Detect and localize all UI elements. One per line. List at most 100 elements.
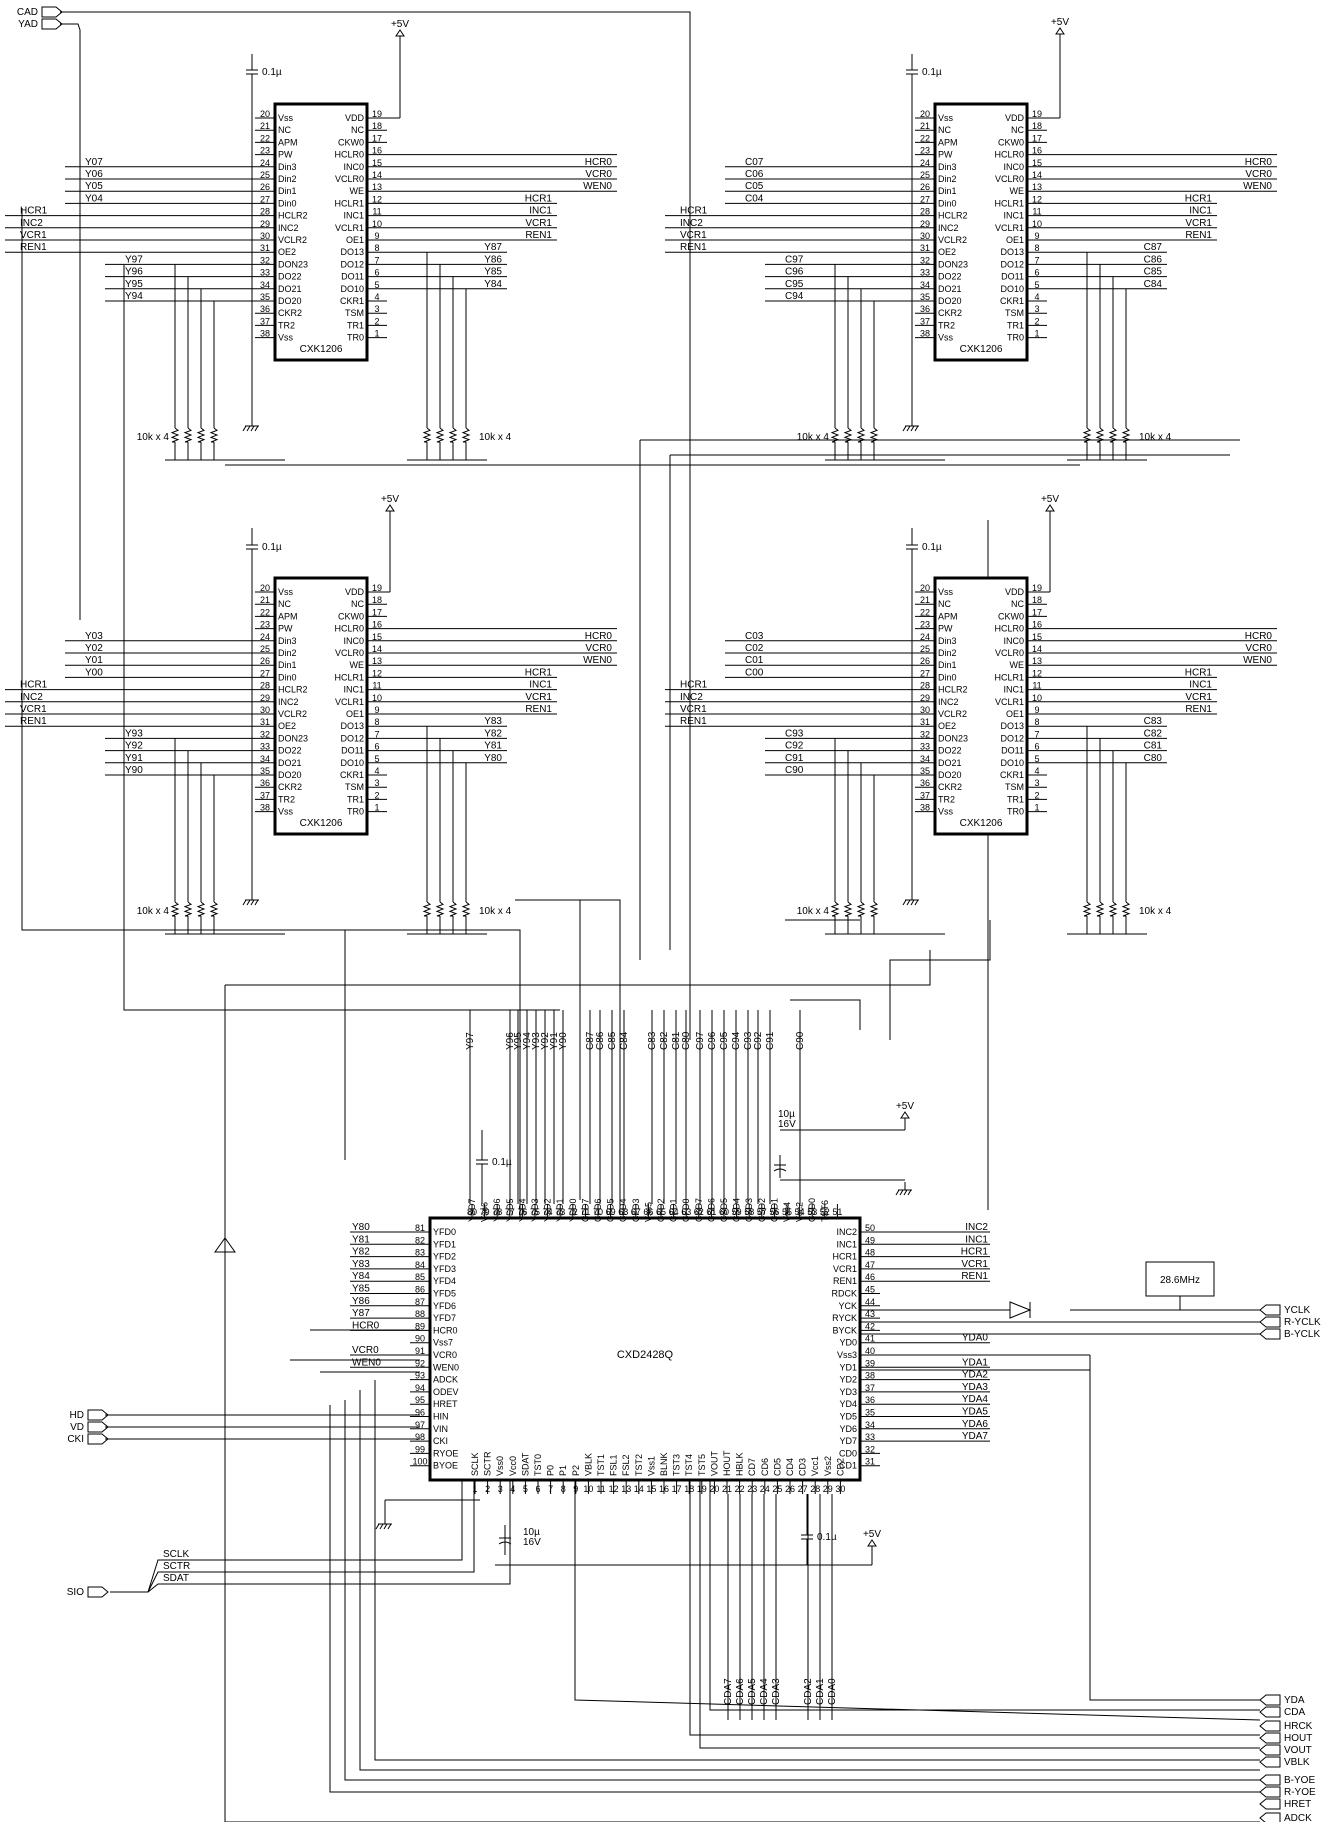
pin-name: YSD4 [517,1198,527,1222]
pin-number: 20 [709,1484,719,1494]
do1-net-label: C81 [1144,741,1163,752]
decoupling-capacitor: 0.1µ [801,1532,837,1543]
pin-number: 66 [643,1207,653,1217]
pin-number: 47 [865,1260,875,1270]
pin-number: 25 [260,644,270,654]
pin-name: TST5 [697,1454,707,1476]
cap-label: 10µ [523,1527,540,1538]
pin-name: HCLR2 [938,685,968,695]
bus-net-label: C95 [719,1031,730,1050]
do2-net-label: C96 [785,267,804,278]
connector-r-yoe[interactable]: R-YOE [1259,1786,1316,1798]
do1-net-label: C80 [1144,753,1163,764]
connector-yclk[interactable]: YCLK [1259,1304,1310,1316]
pin-number: 9 [573,1484,578,1494]
pin-name: P1 [558,1465,568,1476]
pin-number: 12 [1032,668,1042,678]
sio-net-label: SCTR [163,1561,190,1572]
pin-number: 92 [415,1358,425,1368]
pin-number: 7 [1034,255,1039,265]
ctrl-net-label: HCR0 [1245,631,1273,642]
pin-number: 14 [634,1484,644,1494]
pin-name: VIN [433,1424,448,1434]
pin-name: CSD1 [769,1198,779,1222]
pin-number: 63 [681,1207,691,1217]
cap-label: 10µ [778,1109,795,1120]
connector-cki[interactable]: CKI [67,1433,109,1445]
pin-number: 9 [1034,705,1039,715]
ground-hatch [895,1189,900,1196]
ctrl-net-label: REN1 [20,716,47,727]
pin-number: 94 [415,1383,425,1393]
connector-r-yclk[interactable]: R-YCLK [1259,1316,1321,1328]
bus-net-label: C96 [707,1031,718,1050]
connector-sio[interactable]: SIO [67,1586,109,1598]
pin-number: 73 [555,1207,565,1217]
din-net-label: C00 [745,667,764,678]
pin-name: PW [938,150,953,160]
connector-hout[interactable]: HOUT [1259,1732,1312,1744]
pin-name: CKW0 [338,137,364,147]
do1-net-label: Y82 [484,728,502,739]
do2-net-label: Y90 [125,765,143,776]
pin-number: 7 [374,255,379,265]
connector-vout[interactable]: VOUT [1259,1744,1312,1756]
pin-name: YFD7 [433,1313,456,1323]
pin-name: YD1 [839,1362,857,1372]
decoupling-capacitor: 0.1µ [906,67,942,78]
connector-hd[interactable]: HD [70,1409,109,1421]
connector-b-yclk[interactable]: B-YCLK [1259,1328,1320,1340]
pin-number: 49 [865,1235,875,1245]
connector-vd[interactable]: VD [70,1421,109,1433]
pin-number: 5 [374,754,379,764]
pin-number: 95 [415,1395,425,1405]
connector-yad[interactable]: YAD [18,18,63,30]
pin-number: 26 [785,1484,795,1494]
pin-name: INC1 [343,211,364,221]
pin-number: 8 [374,243,379,253]
connector-yda[interactable]: YDA [1259,1694,1305,1706]
pin-name: VCLR1 [335,697,364,707]
net-label: Y82 [352,1247,370,1258]
connector-vblk[interactable]: VBLK [1259,1756,1310,1768]
pin-number: 2 [485,1484,490,1494]
ground-symbol [242,892,259,906]
connector-b-yoe[interactable]: B-YOE [1259,1774,1315,1786]
connector-cda[interactable]: CDA [1259,1706,1305,1718]
connector-cad[interactable]: CAD [17,6,63,18]
pin-name: RYCK [832,1313,857,1323]
connector-outline [1259,1706,1281,1718]
pin-name: NC [351,599,364,609]
pin-number: 71 [580,1207,590,1217]
bus-net-label: Y97 [465,1032,476,1050]
pin-number: 58 [744,1207,754,1217]
pin-name: CKR1 [340,770,364,780]
pin-name: DO12 [1000,259,1024,269]
pin-name: DO10 [1000,284,1024,294]
connector-hret[interactable]: HRET [1259,1798,1311,1810]
pin-number: 10 [583,1484,593,1494]
connector-adck[interactable]: ADCK [1259,1812,1312,1822]
pin-name: Vss6 [480,1202,490,1222]
pin-name: OE2 [938,247,956,257]
memory-chip-body [273,102,369,362]
pin-name: YFD4 [433,1276,456,1286]
pin-number: 50 [865,1223,875,1233]
pin-number: 85 [415,1272,425,1282]
pin-name: VCLR1 [995,697,1024,707]
pin-number: 25 [920,170,930,180]
pin-name: Vcc0 [508,1456,518,1476]
pin-number: 38 [920,803,930,813]
pin-name: OE2 [938,721,956,731]
pin-number: 6 [374,268,379,278]
ctrl-net-label: HCR1 [20,680,48,691]
pin-number: 21 [920,595,930,605]
pin-number: 34 [260,280,270,290]
connector-label: VBLK [1284,1757,1310,1768]
pin-name: YFD5 [433,1289,456,1299]
bus-net-label: C82 [659,1031,670,1050]
connector-hrck[interactable]: HRCK [1259,1720,1313,1732]
do1-net-label: Y87 [484,242,502,253]
ground-hatch [907,1189,912,1196]
bus-net-label: C83 [647,1031,658,1050]
